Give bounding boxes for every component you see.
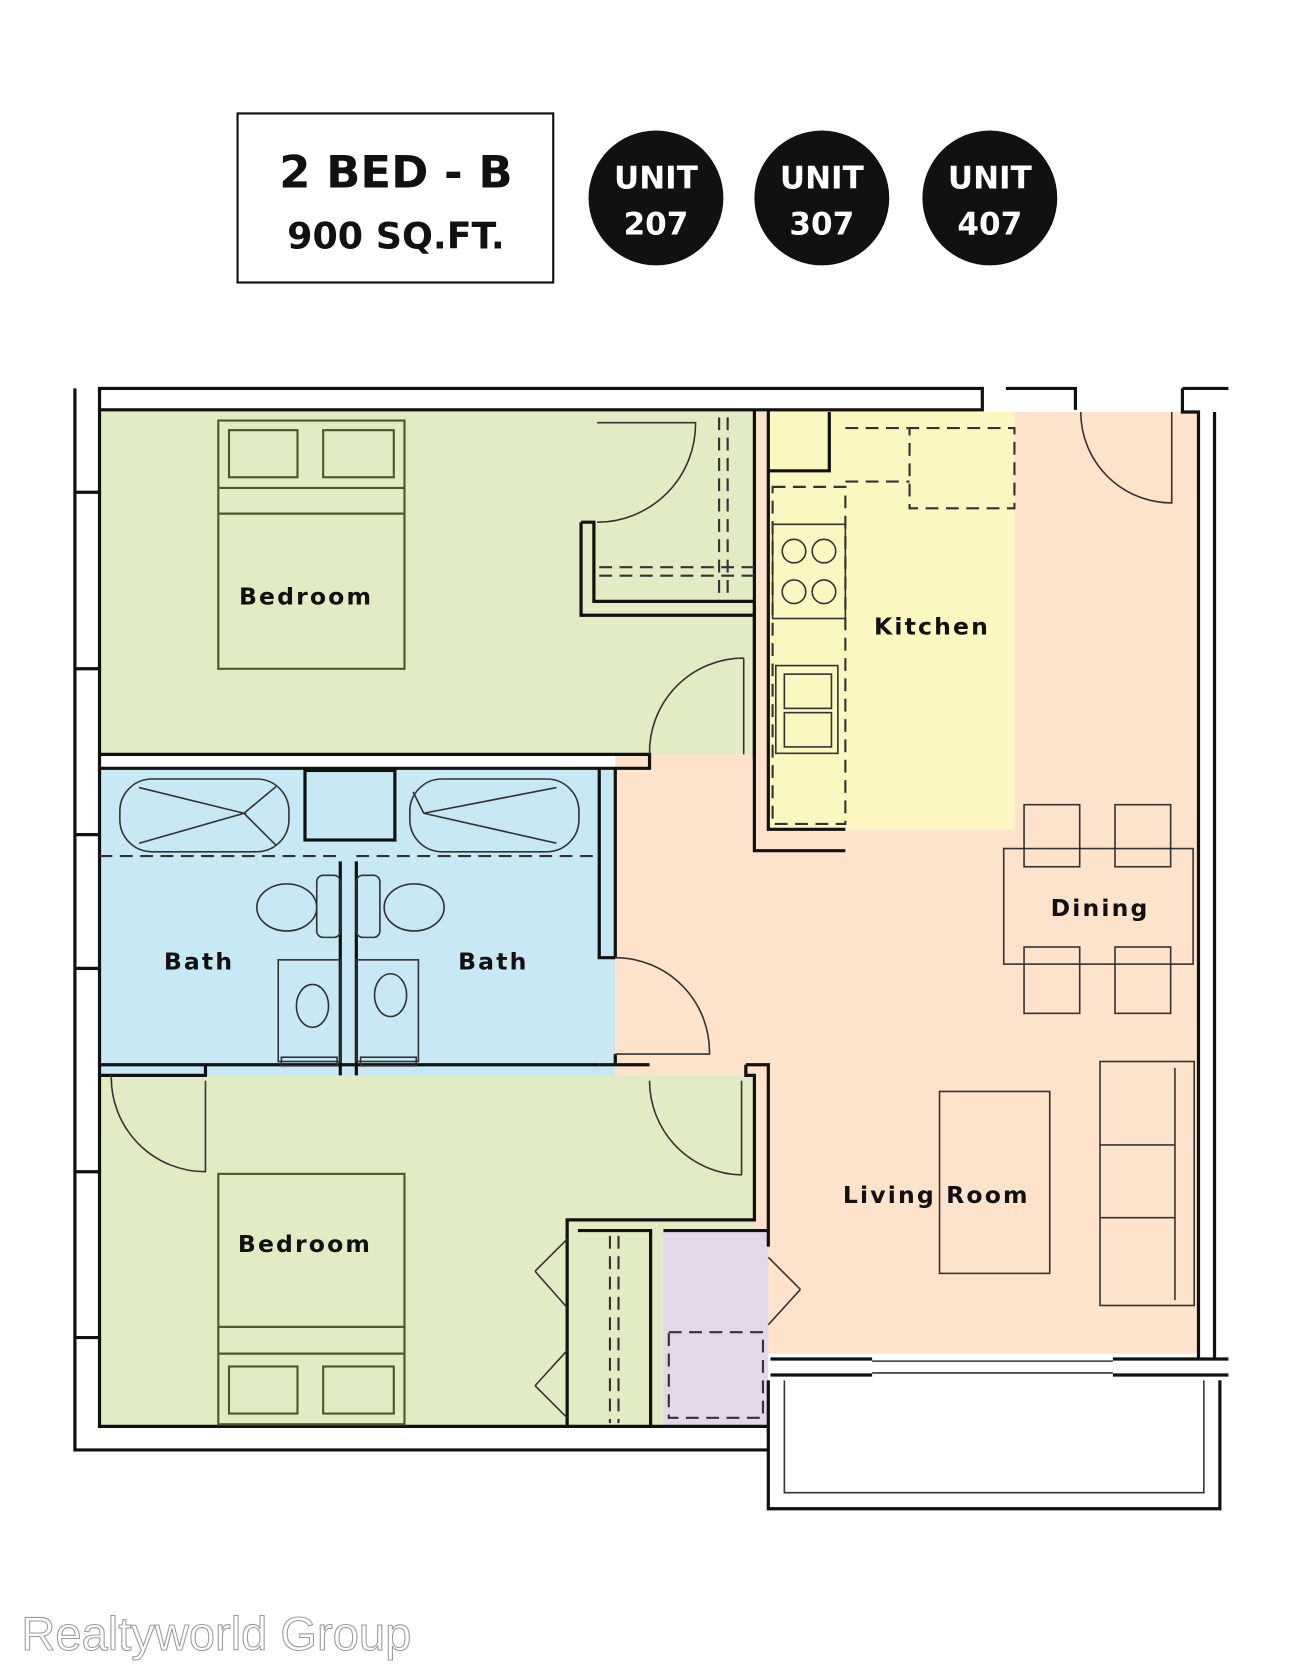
room-label-bedroom-bottom: Bedroom xyxy=(238,1230,372,1258)
bedroom-top-fill xyxy=(99,411,755,755)
room-label-bath-left: Bath xyxy=(164,947,234,975)
kitchen-fixtures xyxy=(771,426,1016,826)
bath-fixtures xyxy=(99,768,600,1067)
room-label-dining: Dining xyxy=(1051,894,1150,922)
svg-text:UNIT: UNIT xyxy=(614,160,698,196)
room-label-living: Living Room xyxy=(843,1181,1030,1209)
bed-bottom xyxy=(217,1172,406,1426)
sofa xyxy=(1099,1060,1196,1307)
svg-text:407: 407 xyxy=(957,206,1022,242)
dining-table xyxy=(1002,803,1194,1015)
walls xyxy=(73,386,1229,1511)
closet-fill xyxy=(663,1230,769,1427)
unit-badge-207: UNIT 207 xyxy=(588,130,724,266)
svg-text:307: 307 xyxy=(789,206,854,242)
svg-text:UNIT: UNIT xyxy=(948,160,1032,196)
unit-badge-407: UNIT 407 xyxy=(922,130,1058,266)
plan-name: 2 BED - B xyxy=(279,145,512,198)
doors xyxy=(110,411,1173,1419)
watermark: Realtyworld Group xyxy=(21,1607,411,1660)
bedroom-bottom-fill xyxy=(99,1075,755,1427)
room-label-bedroom-top: Bedroom xyxy=(239,583,373,611)
coffee-table xyxy=(938,1090,1051,1275)
unit-badge-307: UNIT 307 xyxy=(754,130,890,266)
room-label-kitchen: Kitchen xyxy=(874,613,990,641)
svg-text:207: 207 xyxy=(624,206,689,242)
plan-title-box xyxy=(236,112,555,284)
plan-area: 900 SQ.FT. xyxy=(287,214,505,257)
svg-text:UNIT: UNIT xyxy=(780,160,864,196)
bed-top xyxy=(217,419,406,670)
room-label-bath-right: Bath xyxy=(458,947,528,975)
